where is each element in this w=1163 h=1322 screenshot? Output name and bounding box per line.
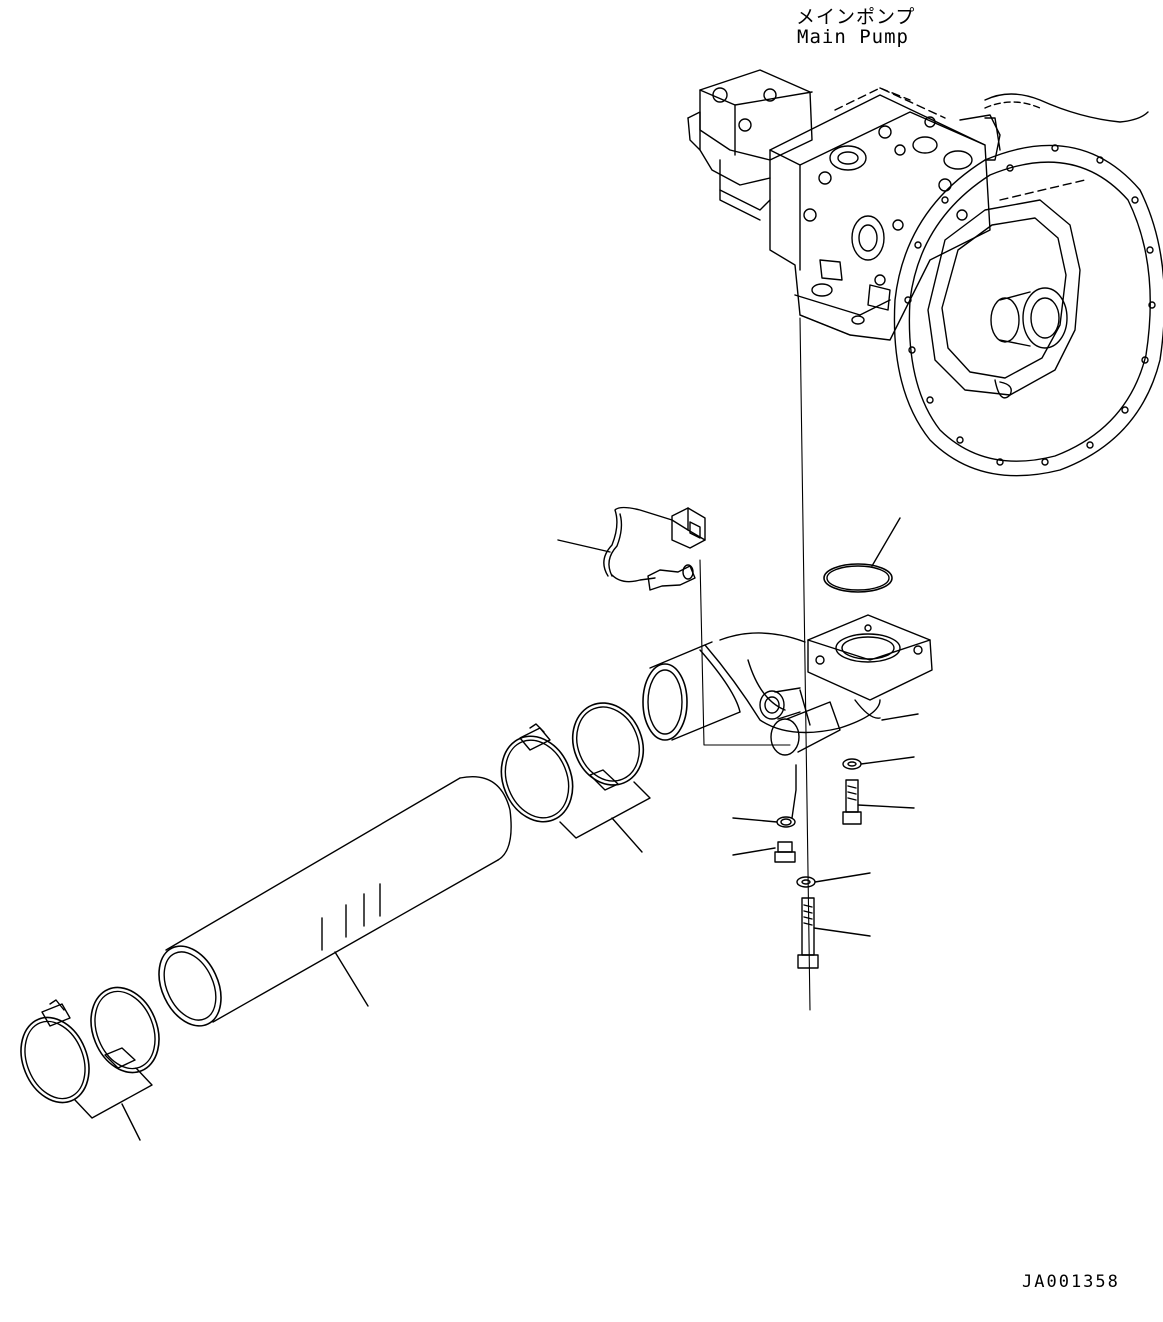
- o-ring-leader: [872, 518, 900, 566]
- drawing-number: JA001358: [1022, 1272, 1120, 1292]
- alignment-line-pump-to-bolt: [800, 318, 810, 1010]
- washer-lower: [797, 873, 870, 887]
- hose-clamp-lower-screw: [9, 1000, 101, 1113]
- hose-leader: [335, 952, 368, 1006]
- main-pump-assembly: [688, 70, 1163, 476]
- upper-clamp-bracket-leader: [560, 782, 650, 852]
- main-pump-label-english: Main Pump: [797, 26, 909, 48]
- suction-elbow-fitting: [643, 615, 932, 755]
- main-pump-label-japanese: メインポンプ: [796, 6, 916, 28]
- bolt-short: [843, 780, 914, 824]
- hose-clamp-upper-screw: [489, 724, 585, 833]
- o-ring-small: [733, 765, 796, 827]
- washer-small-upper: [843, 757, 914, 769]
- o-ring-large: [824, 518, 900, 592]
- elbow-leader: [882, 714, 918, 720]
- lower-clamp-bracket-leader: [75, 1068, 152, 1140]
- pressure-sensor-with-cable: [558, 508, 790, 746]
- sensor-leader: [558, 540, 610, 552]
- suction-hose: [147, 777, 511, 1036]
- hose-clamp-lower-band: [79, 977, 171, 1083]
- plug: [733, 842, 795, 862]
- hose-clamp-upper-band: [561, 692, 656, 795]
- bolt-long: [798, 898, 870, 968]
